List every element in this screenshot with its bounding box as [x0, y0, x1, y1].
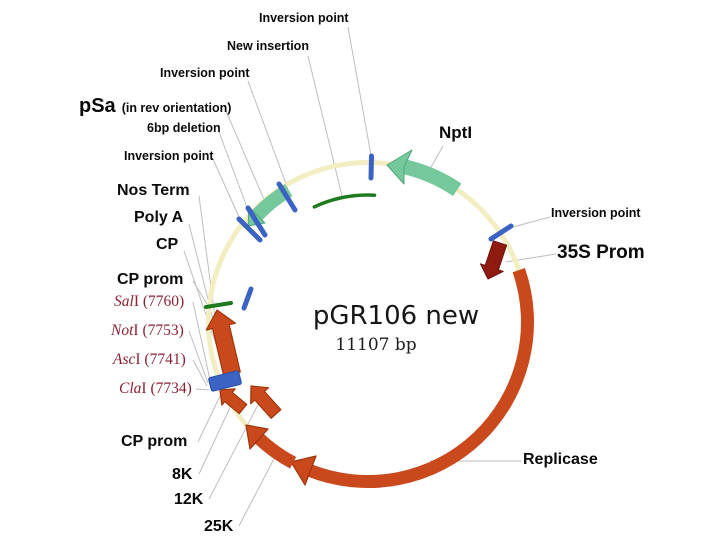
label-psa: pSa (in rev orientation) — [79, 95, 231, 118]
arrow-8k — [219, 388, 248, 415]
label-npt1: NptI — [439, 123, 473, 142]
npt1-arrowhead — [386, 149, 413, 185]
site-position: I (7760) — [133, 293, 185, 310]
tick-inversion-left — [236, 216, 263, 243]
leader-inversion-upper — [247, 80, 289, 190]
leader-25k — [238, 450, 279, 527]
enzyme-name: Asc — [113, 351, 136, 368]
label-nos-term: Nos Term — [117, 182, 190, 199]
restriction-site-noti: NotI (7753) — [111, 322, 184, 340]
leader-8k — [198, 400, 234, 475]
leader-sali — [192, 301, 211, 381]
mcs-box — [208, 370, 242, 392]
leader-inversion-left — [211, 156, 245, 229]
leader-new-insertion — [307, 55, 343, 197]
cp-gene-arrow — [205, 309, 241, 377]
inversion-tick-right — [488, 223, 514, 242]
leader-6bp-deletion — [218, 131, 252, 219]
label-12k: 12K — [174, 491, 204, 508]
leader-cp-prom-lower — [197, 393, 222, 443]
replicase-arrowhead — [290, 455, 317, 486]
label-8k: 8K — [172, 466, 193, 483]
label-replicase: Replicase — [523, 451, 598, 468]
label-poly-a: Poly A — [134, 209, 184, 226]
site-position: I (7734) — [141, 380, 192, 397]
inversion-tick-top — [368, 153, 374, 181]
enzyme-name: Not — [111, 322, 134, 339]
label-cp-prom-lower: CP prom — [121, 433, 188, 450]
cp-prom-tick — [204, 301, 233, 309]
leader-psa — [225, 110, 267, 205]
arc-25k — [254, 433, 297, 469]
arrow-12k — [250, 385, 282, 419]
tick-6bp-deletion — [245, 205, 268, 238]
label-inversion-point-right: Inversion point — [551, 206, 641, 220]
site-position: I (7753) — [133, 322, 184, 339]
leader-inversion-top — [347, 26, 373, 162]
label-cp-prom-upper: CP prom — [117, 271, 184, 288]
leader-clai — [195, 388, 210, 391]
new-insertion-arc — [312, 193, 377, 209]
label-6bp-deletion: 6bp deletion — [147, 121, 221, 135]
plasmid-size: 11107 bp — [335, 335, 417, 355]
psa-name: pSa — [79, 95, 116, 117]
plasmid-title: pGR106 new — [312, 301, 480, 331]
enzyme-name: Sal — [114, 293, 134, 310]
leader-nos-term — [198, 195, 218, 334]
label-cp: CP — [156, 236, 179, 253]
label-25k: 25K — [204, 518, 234, 535]
leader-noti — [188, 330, 209, 384]
label-inversion-point-top: Inversion point — [259, 11, 349, 25]
tick-cp-region — [241, 286, 254, 311]
label-inversion-point-left: Inversion point — [124, 149, 214, 163]
leader-lines — [183, 26, 557, 527]
psa-orientation-note: (in rev orientation) — [121, 101, 232, 115]
inversion-tick-upper — [276, 181, 298, 213]
label-inversion-point-upper: Inversion point — [160, 66, 250, 80]
leader-asci — [192, 359, 208, 387]
leader-inversion-right — [512, 216, 551, 228]
arrowhead-25k — [245, 424, 269, 450]
replicase-arc — [305, 267, 534, 489]
arrow-35s-prom — [479, 240, 508, 280]
restriction-site-clai: ClaI (7734) — [119, 380, 192, 398]
restriction-site-sali: SalI (7760) — [114, 293, 184, 311]
leader-12k — [208, 402, 260, 500]
label-new-insertion: New insertion — [227, 39, 309, 53]
site-position: I (7741) — [135, 351, 186, 368]
leader-cp-prom-upper — [192, 280, 208, 305]
enzyme-name: Cla — [119, 380, 142, 397]
restriction-site-asci: AscI (7741) — [113, 351, 186, 369]
npt1-arrow-body — [402, 159, 462, 197]
label-35s-prom: 35S Prom — [557, 242, 645, 263]
